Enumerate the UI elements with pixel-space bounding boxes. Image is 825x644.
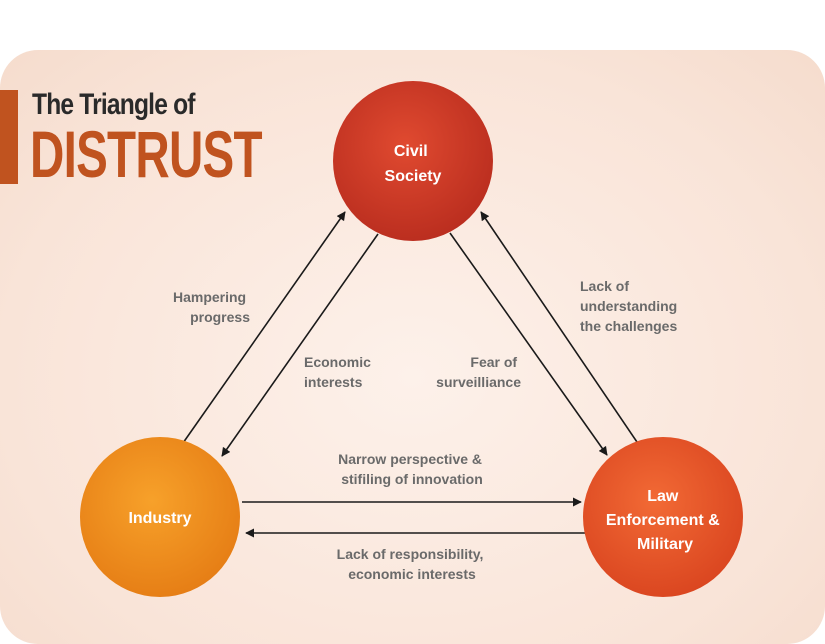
industry-circle: [80, 437, 240, 597]
industry-label: Industry: [128, 510, 191, 527]
arrows: [182, 211, 638, 538]
label-hampering-progress: Hampering progress: [173, 289, 250, 325]
node-industry: Industry: [80, 437, 240, 597]
arrow-civil-society-to-industry: [221, 233, 379, 457]
arrow-civil-society-to-law-enforcement: [449, 232, 608, 456]
node-law-enforcement: Law Enforcement & Military: [583, 437, 743, 597]
label-economic-interests: Economic interests: [304, 354, 375, 390]
label-lack-of-understanding: Lack of understanding the challenges: [580, 278, 681, 334]
label-narrow-perspective: Narrow perspective & stifiling of innova…: [338, 451, 486, 487]
civil-society-label: Civil Society: [385, 143, 442, 185]
law-enforcement-circle: [583, 437, 743, 597]
title-accent-bar: [0, 90, 18, 184]
label-fear-of-surveillance: Fear of surveilliance: [436, 354, 521, 390]
arrow-industry-to-civil-society: [182, 211, 346, 444]
label-lack-of-responsibility: Lack of responsibility, economic interes…: [337, 546, 488, 582]
node-civil-society: Civil Society: [333, 81, 493, 241]
title-line-2: DISTRUST: [30, 117, 263, 191]
title-line-1: The Triangle of: [32, 88, 195, 121]
law-enforcement-label: Law Enforcement & Military: [606, 488, 724, 553]
civil-society-circle: [333, 81, 493, 241]
arrow-law-enforcement-to-civil-society: [480, 211, 638, 443]
